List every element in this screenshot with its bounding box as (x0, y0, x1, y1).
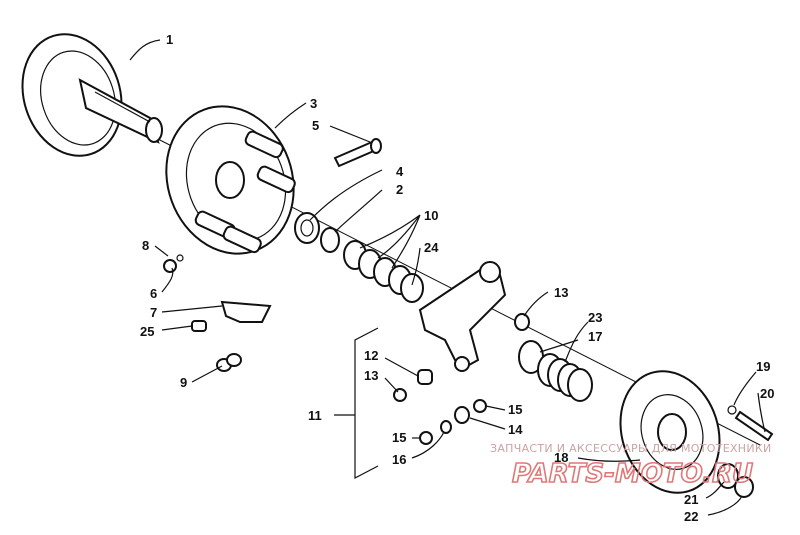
part-nut-9 (216, 353, 242, 372)
callout-7: 7 (150, 305, 157, 320)
callout-19: 19 (756, 359, 770, 374)
part-fixed-sheave-18 (619, 370, 721, 494)
part-washer-15a (473, 399, 487, 413)
part-bushing-13 (514, 313, 530, 331)
part-bushing-14 (454, 406, 470, 424)
callout-15a: 15 (508, 402, 522, 417)
part-spring-17 (537, 353, 593, 402)
callout-labels: 1 2 3 4 5 6 7 8 9 10 11 12 13 13 14 15 1… (140, 32, 774, 524)
part-spider-cover (165, 105, 296, 255)
callout-13a: 13 (554, 285, 568, 300)
callout-14: 14 (508, 422, 523, 437)
callout-1: 1 (166, 32, 173, 47)
part-pin-16 (440, 420, 452, 434)
part-ring-2 (320, 227, 340, 253)
leader-lines (129, 39, 766, 516)
callout-23: 23 (588, 310, 602, 325)
group-bracket-11 (354, 327, 379, 479)
callout-15b: 15 (392, 430, 406, 445)
callout-18: 18 (554, 450, 568, 465)
part-bolt-5 (333, 138, 382, 168)
part-washer-8 (176, 254, 184, 262)
callout-25: 25 (140, 324, 154, 339)
callout-20: 20 (760, 386, 774, 401)
callout-11: 11 (308, 408, 322, 423)
part-ring-22 (734, 476, 754, 498)
callout-22: 22 (684, 509, 698, 524)
part-roller-arm-11 (418, 261, 507, 372)
part-roller-13 (393, 388, 407, 402)
callout-13b: 13 (364, 368, 378, 383)
part-washer-15b (419, 431, 433, 445)
part-weight-7 (220, 300, 272, 323)
callout-3: 3 (310, 96, 317, 111)
watermark-logo: PARTS-MOTO.RU (512, 459, 753, 489)
callout-16: 16 (392, 452, 406, 467)
callout-21: 21 (684, 492, 698, 507)
part-washers-10 (343, 240, 424, 303)
callout-8: 8 (142, 238, 149, 253)
part-roller-pin-12 (417, 369, 433, 385)
callout-17: 17 (588, 329, 602, 344)
part-sheave (21, 33, 163, 157)
callout-5: 5 (312, 118, 319, 133)
callout-2: 2 (396, 182, 403, 197)
part-washer-19 (727, 405, 737, 415)
part-bolt-20 (734, 410, 774, 442)
callout-4: 4 (396, 164, 404, 179)
callout-12: 12 (364, 348, 378, 363)
callout-9: 9 (180, 375, 187, 390)
watermark: ЗАПЧАСТИ И АКСЕССУАРЫ ДЛЯ МОТОТЕХНИКИ PA… (490, 442, 772, 490)
part-bushing-4 (294, 212, 320, 244)
part-nut-21 (717, 463, 739, 489)
part-nut-6 (163, 259, 177, 273)
callout-10: 10 (424, 208, 438, 223)
callout-24: 24 (424, 240, 439, 255)
watermark-text: ЗАПЧАСТИ И АКСЕССУАРЫ ДЛЯ МОТОТЕХНИКИ (490, 442, 772, 455)
callout-6: 6 (150, 286, 157, 301)
part-pin-25 (191, 320, 207, 332)
